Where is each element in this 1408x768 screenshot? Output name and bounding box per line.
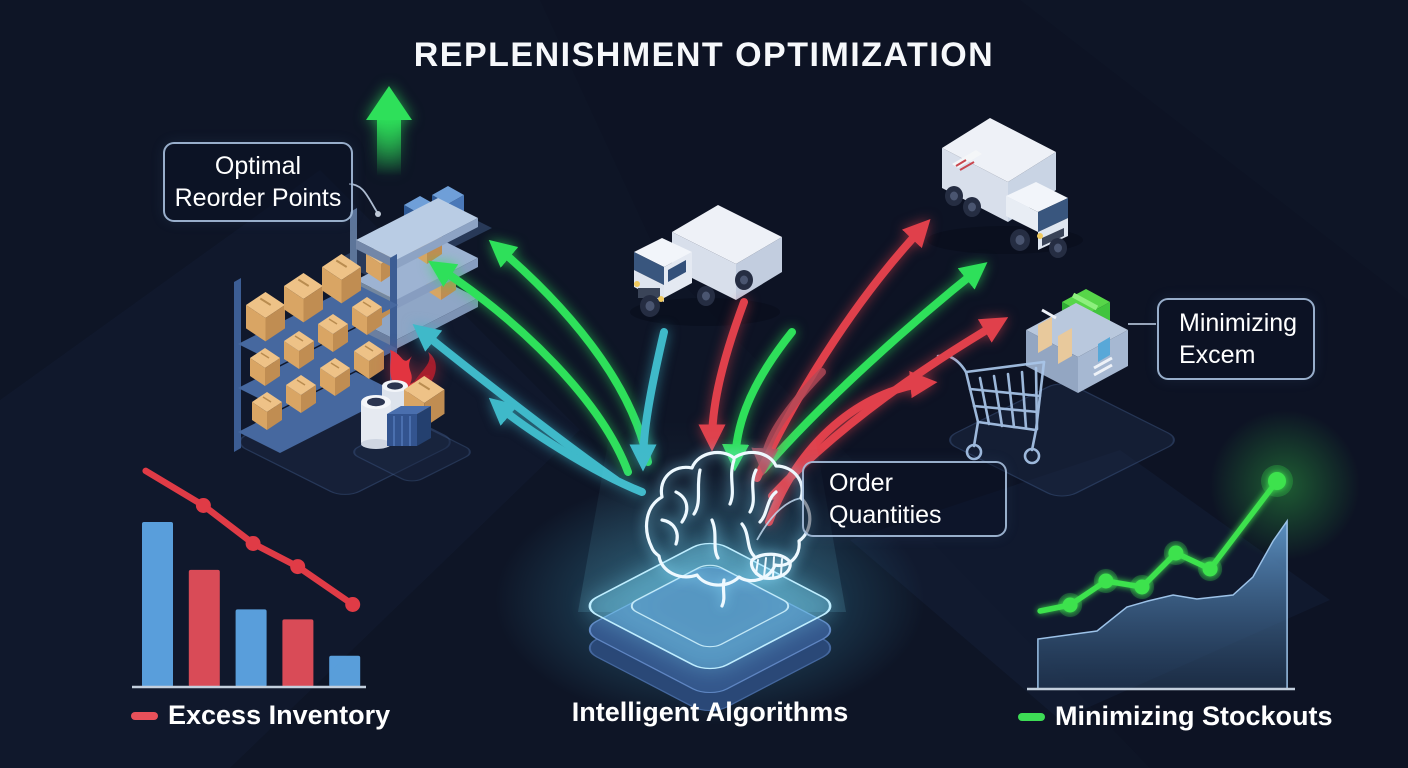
truck-icon: [630, 205, 782, 326]
legend-excess-inventory: Excess Inventory: [131, 700, 390, 731]
shopping-cart-icon: [936, 354, 1046, 465]
caption-label: Intelligent Algorithms: [571, 697, 849, 727]
supplies-icon: [361, 350, 446, 449]
caption-label: Excess Inventory: [168, 700, 391, 730]
callout-line: Excem: [1179, 341, 1256, 369]
caption-intelligent-algorithms: Intelligent Algorithms: [500, 697, 920, 728]
excess-inventory-chart: [130, 447, 392, 695]
callout-line: Reorder Points: [174, 184, 342, 212]
callout-line: Order: [829, 469, 893, 497]
callout-order-quantities: Order Quantities: [802, 461, 1007, 537]
legend-minimizing-stockouts: Minimizing Stockouts: [1018, 701, 1333, 732]
page-title: REPLENISHMENT OPTIMIZATION: [413, 36, 995, 74]
callout-line: Quantities: [829, 501, 942, 529]
stockouts-chart: [1025, 440, 1305, 695]
callout-line: Minimizing: [1179, 309, 1298, 337]
green-dash-icon: [1018, 712, 1045, 721]
package-box-icon: [1026, 289, 1128, 393]
callout-line: Optimal: [214, 152, 302, 180]
callout-optimal-reorder-points: Optimal Reorder Points: [163, 142, 353, 222]
delivery-truck-icon: [927, 118, 1083, 258]
brain-icon: [644, 450, 812, 608]
caption-label: Minimizing Stockouts: [1055, 701, 1333, 731]
callout-minimizing-excess: Minimizing Excem: [1157, 298, 1315, 380]
up-arrow-icon: [366, 86, 412, 176]
red-dash-icon: [131, 711, 158, 720]
